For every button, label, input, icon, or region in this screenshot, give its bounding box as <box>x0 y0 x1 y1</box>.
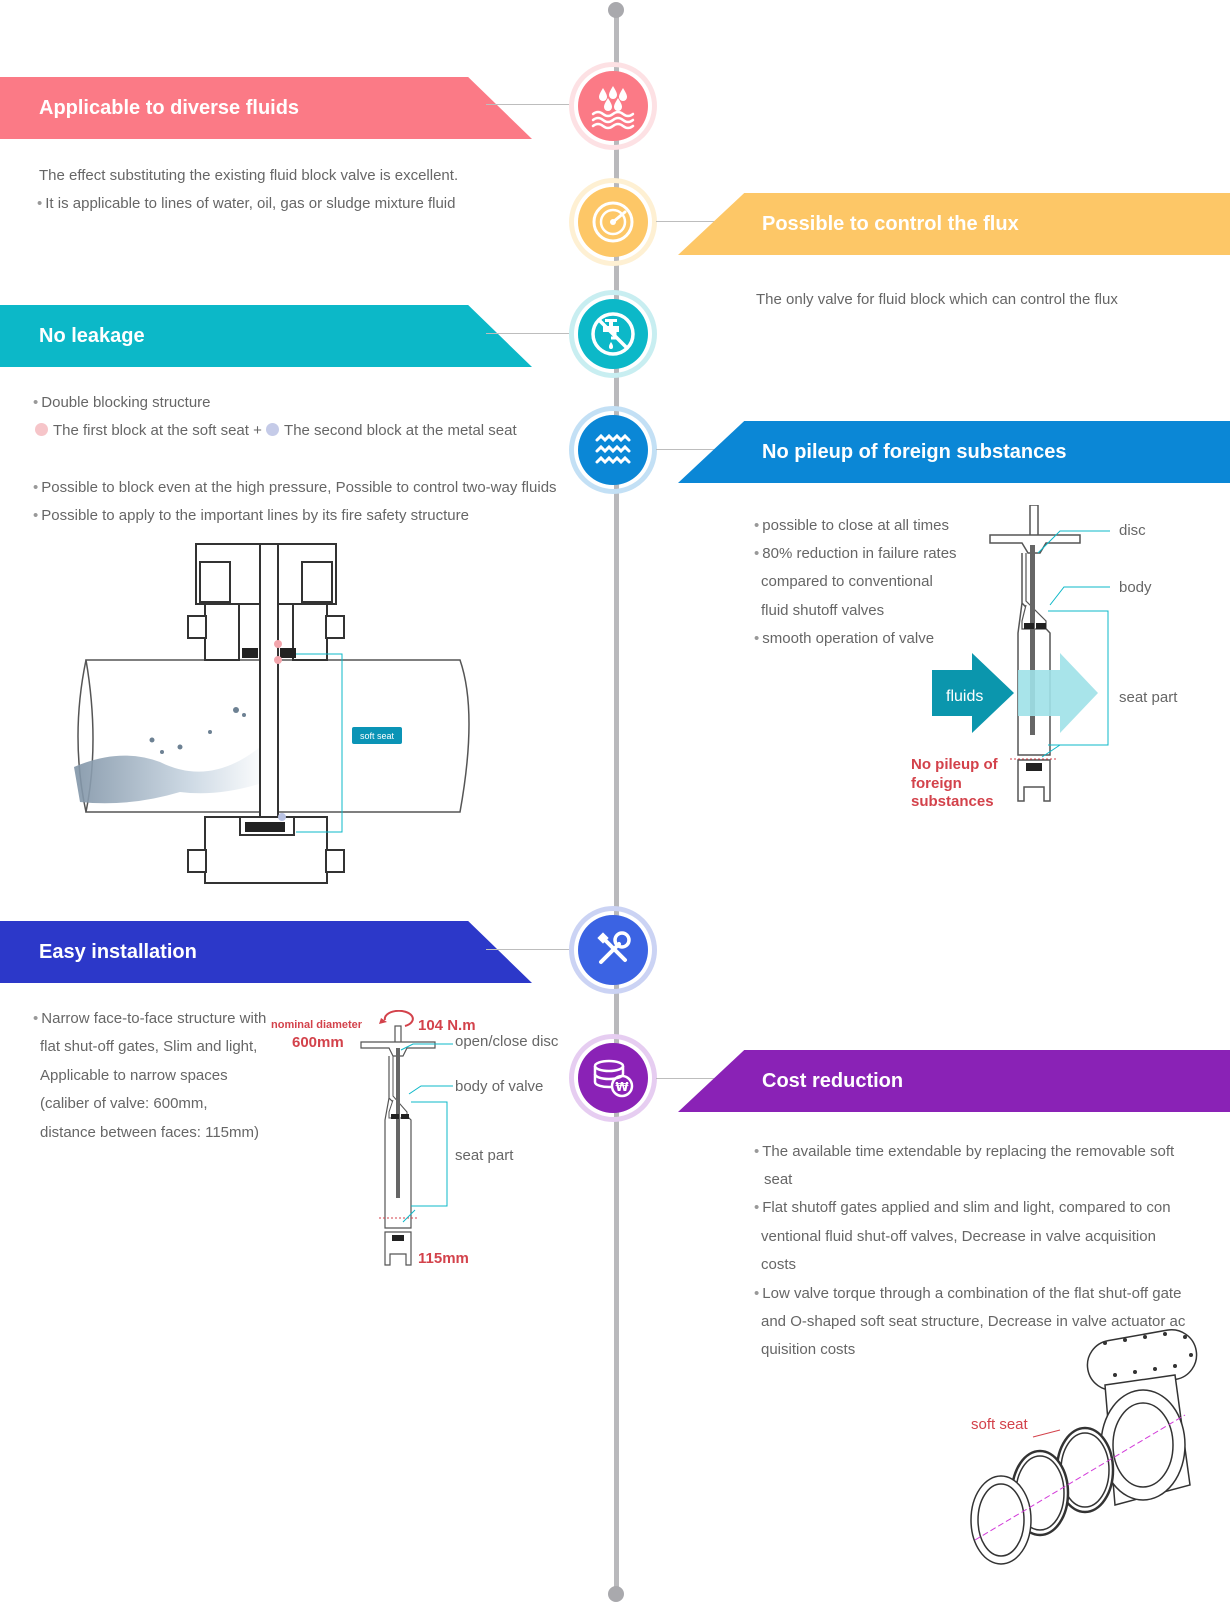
flux-text-1: The only valve for fluid block which can… <box>756 291 1118 308</box>
coins-icon: ₩ <box>593 1059 634 1098</box>
connector <box>486 333 570 334</box>
gauge-icon <box>592 201 634 243</box>
leakage-text-3-content: The second block at the metal seat <box>284 422 517 439</box>
svg-text:₩: ₩ <box>615 1080 629 1094</box>
pileup-text-5-content: smooth operation of valve <box>762 630 935 647</box>
cost-text-8: quisition costs <box>761 1341 856 1358</box>
pileup-text-3: compared to conventional <box>761 573 933 590</box>
install-text-1: •Narrow face-to-face structure with <box>33 1010 267 1027</box>
leakage-text-2: The first block at the soft seat + The s… <box>35 416 517 445</box>
banner-no-pileup: No pileup of foreign substances <box>678 421 1230 483</box>
pileup-valve-diagram <box>932 505 1110 802</box>
banner-title: Easy installation <box>39 941 197 963</box>
banner-no-leakage: No leakage <box>0 305 532 367</box>
cost-text-1-content: The available time extendable by replaci… <box>762 1143 1175 1160</box>
timeline-line <box>614 10 619 1600</box>
pileup-text-5: •smooth operation of valve <box>754 630 935 647</box>
cost-text-3: •Flat shutoff gates applied and slim and… <box>754 1199 1171 1216</box>
cost-text-5: costs <box>761 1256 797 1273</box>
circle-tools <box>569 906 657 994</box>
banner-title: Possible to control the flux <box>762 213 1019 235</box>
connector <box>486 104 570 105</box>
banner-control-flux: Possible to control the flux <box>678 193 1230 255</box>
circle-waves <box>569 406 657 494</box>
pileup-text-2: •80% reduction in failure rates <box>754 545 957 562</box>
cost-text-3-content: Flat shutoff gates applied and slim and … <box>762 1199 1171 1216</box>
diverse-text-2: •It is applicable to lines of water, oil… <box>37 195 456 212</box>
nominal-diameter-value: 600mm <box>292 1034 344 1051</box>
cost-text-7: and O-shaped soft seat structure, Decrea… <box>761 1313 1186 1330</box>
label-body: body <box>1119 579 1152 596</box>
banner-cost-reduction: Cost reduction <box>678 1050 1230 1112</box>
banner-title: No leakage <box>39 325 145 347</box>
diverse-text-1: The effect substituting the existing flu… <box>39 167 459 184</box>
soft-seat-tag: soft seat <box>359 731 395 741</box>
cost-text-4: ventional fluid shut-off valves, Decreas… <box>761 1228 1156 1245</box>
label-seat-part: seat part <box>1119 689 1178 706</box>
water-drops-icon <box>591 86 635 130</box>
valve-pipe-diagram <box>74 543 470 884</box>
connector <box>486 949 570 950</box>
diverse-text-2-content: It is applicable to lines of water, oil,… <box>45 195 456 212</box>
soft-seat-label: soft seat <box>971 1416 1028 1433</box>
pileup-text-1-content: possible to close at all times <box>762 517 950 534</box>
install-text-5: distance between faces: 115mm) <box>40 1124 260 1141</box>
timeline-end-dot <box>608 1586 624 1602</box>
leakage-text-5-content: Possible to apply to the important lines… <box>41 507 469 524</box>
circle-coins: ₩ <box>569 1034 657 1122</box>
cost-text-6-content: Low valve torque through a combination o… <box>762 1285 1182 1302</box>
connector <box>656 449 746 450</box>
label-seat-part-install: seat part <box>455 1147 514 1164</box>
leakage-text-4: •Possible to block even at the high pres… <box>33 479 557 496</box>
pileup-note-1: No pileup of <box>911 756 998 773</box>
install-text-4: (caliber of valve: 600mm, <box>40 1095 208 1112</box>
label-fluids: fluids <box>946 688 984 705</box>
timeline-start-dot <box>608 2 624 18</box>
connector <box>656 221 746 222</box>
pileup-text-4: fluid shutoff valves <box>761 602 885 619</box>
banner-title: Applicable to diverse fluids <box>39 97 300 119</box>
cost-text-2: seat <box>764 1171 793 1188</box>
banner-diverse-fluids: Applicable to diverse fluids <box>0 77 532 139</box>
cost-text-1: •The available time extendable by replac… <box>754 1143 1175 1160</box>
label-body-of-valve: body of valve <box>455 1078 544 1095</box>
leakage-text-4-content: Possible to block even at the high press… <box>41 479 557 496</box>
connector <box>656 1078 746 1079</box>
install-text-3: Applicable to narrow spaces <box>40 1067 228 1084</box>
pink-dot <box>35 423 48 436</box>
no-leak-faucet-icon <box>591 312 635 356</box>
tools-icon <box>597 931 631 964</box>
banner-title: Cost reduction <box>762 1070 904 1092</box>
banner-title: No pileup of foreign substances <box>762 441 1067 463</box>
pileup-note-2: foreign <box>911 775 962 792</box>
pileup-text-1: •possible to close at all times <box>754 517 950 534</box>
exploded-valve-diagram <box>970 1329 1198 1565</box>
leakage-text-1-content: Double blocking structure <box>41 394 211 411</box>
install-text-1-content: Narrow face-to-face structure with <box>41 1010 267 1027</box>
cost-text-6: •Low valve torque through a combination … <box>754 1285 1182 1302</box>
leakage-text-2-content: The first block at the soft seat + <box>53 422 262 439</box>
torque-label: 104 N.m <box>418 1017 476 1034</box>
width-label: 115mm <box>418 1250 469 1267</box>
pileup-text-2-content: 80% reduction in failure rates <box>762 545 957 562</box>
blue-dot <box>266 423 280 436</box>
pileup-note-3: substances <box>911 793 994 810</box>
leakage-text-1: •Double blocking structure <box>33 394 211 411</box>
circle-no-leak <box>569 290 657 378</box>
install-text-2: flat shut-off gates, Slim and light, <box>40 1038 258 1055</box>
install-valve-diagram <box>360 1010 453 1266</box>
circle-gauge <box>569 178 657 266</box>
label-disc: disc <box>1119 522 1146 539</box>
leakage-text-5: •Possible to apply to the important line… <box>33 507 469 524</box>
circle-water-drops <box>569 62 657 150</box>
nominal-diameter-label: nominal diameter <box>271 1019 363 1031</box>
label-open-close-disc: open/close disc <box>455 1033 559 1050</box>
waves-icon <box>595 433 631 465</box>
banner-easy-installation: Easy installation <box>0 921 532 983</box>
